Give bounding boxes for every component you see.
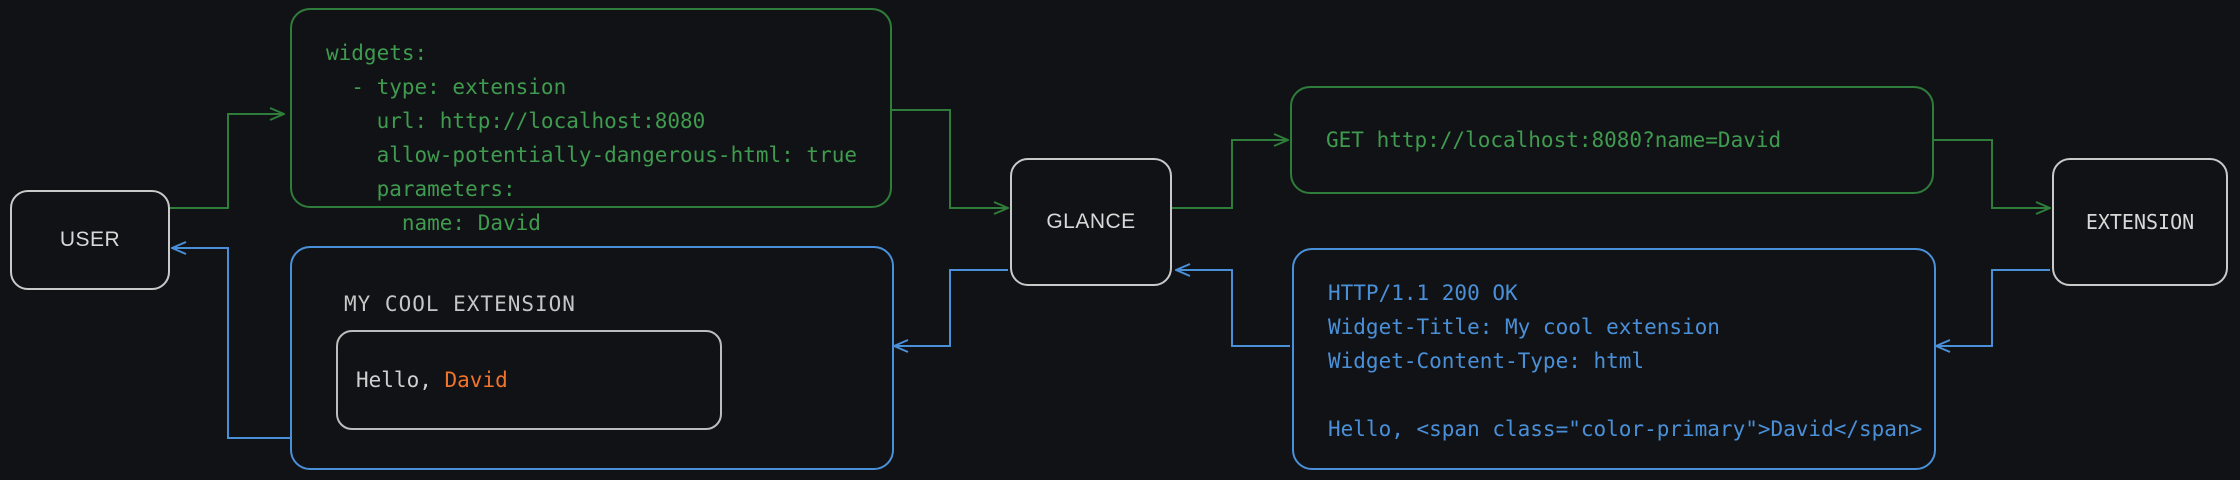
connector-glance-to-widget [894,269,1008,346]
connector-glance-to-request [1172,140,1288,209]
widget-content-frame: Hello, David [336,330,722,430]
box-config-yaml: widgets: - type: extension url: http://l… [290,8,892,235]
node-glance[interactable]: GLANCE [1010,158,1172,286]
widget-greeting: Hello, David [356,368,508,392]
http-request-text: GET http://localhost:8080?name=David [1326,127,1782,152]
connector-request-to-extension [1934,139,2050,208]
connector-user-to-config [170,114,284,209]
box-http-response: HTTP/1.1 200 OK Widget-Title: My cool ex… [1292,248,1936,470]
widget-greeting-name: David [444,368,508,392]
node-user-label: USER [59,228,121,251]
connector-config-to-glance [892,109,1008,208]
box-rendered-widget: MY COOL EXTENSION Hello, David [290,246,894,470]
connector-widget-to-user [172,248,290,439]
widget-title: MY COOL EXTENSION [344,292,576,316]
box-http-request: GET http://localhost:8080?name=David [1290,86,1934,194]
config-yaml-text: widgets: - type: extension url: http://l… [326,41,858,236]
node-glance-label: GLANCE [1046,210,1136,233]
connector-extension-to-response [1936,269,2050,346]
widget-greeting-prefix: Hello, [356,368,445,392]
node-extension-label: EXTENSION [2085,210,2195,234]
http-response-text: HTTP/1.1 200 OK Widget-Title: My cool ex… [1328,281,1923,442]
node-extension[interactable]: EXTENSION [2052,158,2228,286]
node-user[interactable]: USER [10,190,170,290]
connector-response-to-glance [1176,270,1290,347]
